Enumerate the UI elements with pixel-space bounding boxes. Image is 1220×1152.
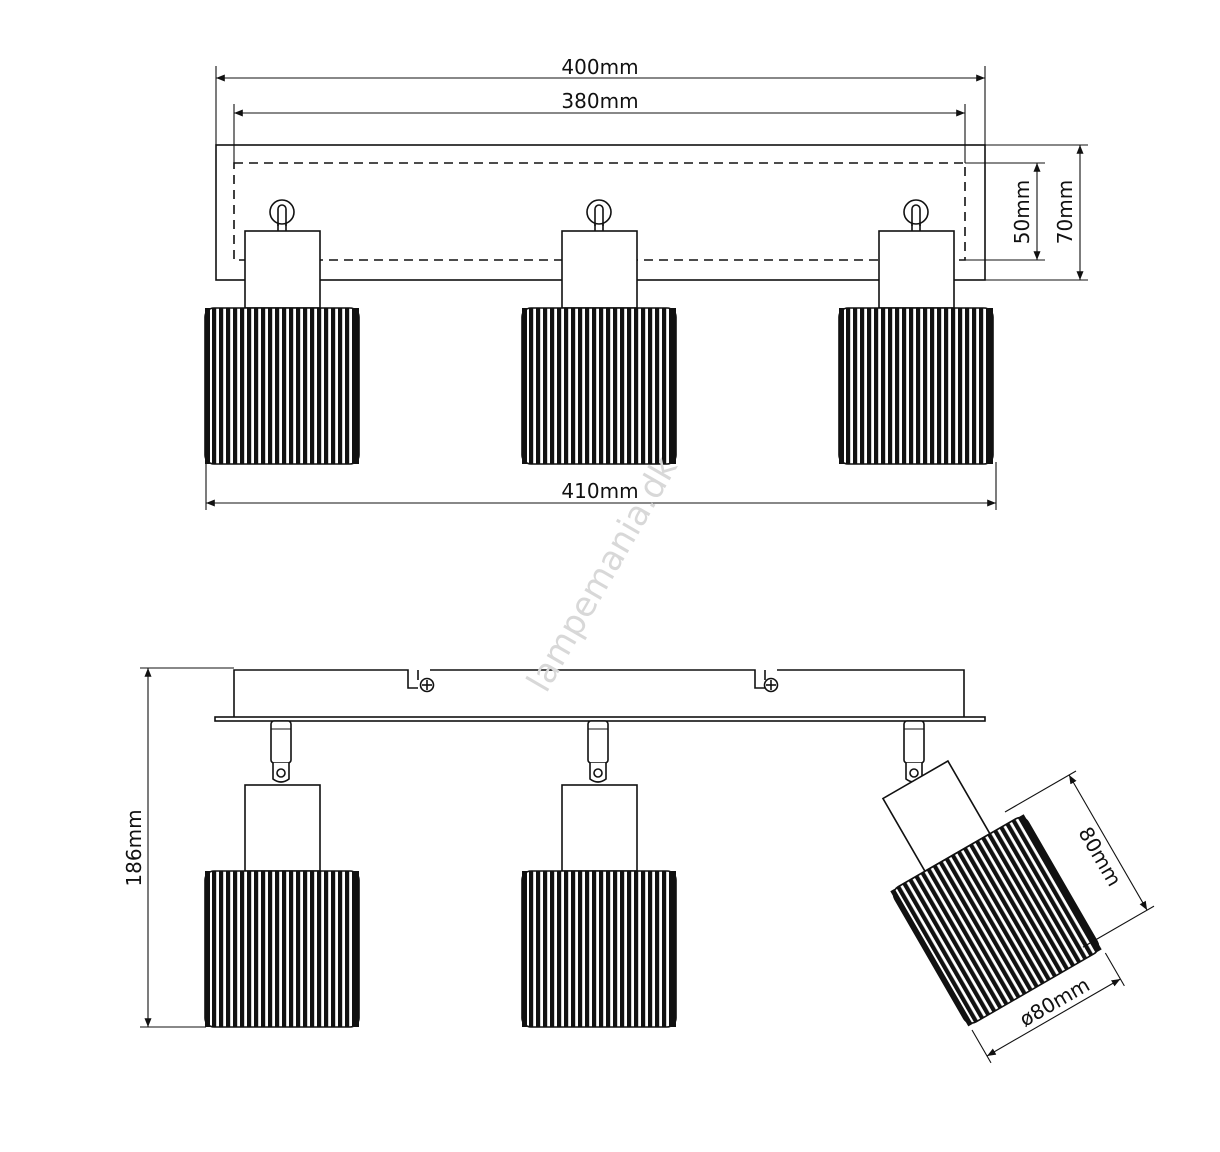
dim-inner-width: 380mm	[561, 89, 638, 113]
screw-icon	[763, 677, 779, 693]
spot-top-2	[521, 199, 677, 465]
canopy-box	[233, 669, 965, 717]
spot-side-3-tilted	[881, 720, 1103, 1028]
spot-top-1	[204, 199, 360, 465]
dim-inner-height: 50mm	[1010, 180, 1034, 244]
dim-shade-length: 80mm	[1074, 823, 1127, 891]
dim-overall-width: 400mm	[561, 55, 638, 79]
dim-overall-height: 70mm	[1053, 180, 1077, 244]
screw-icon	[419, 677, 435, 693]
spot-side-2	[521, 720, 677, 1028]
spot-top-3	[838, 199, 994, 465]
top-view: 400mm 380mm 410mm 50mm 70mm	[204, 55, 1088, 510]
dim-total-height: 186mm	[122, 809, 146, 886]
side-view: 186mm 80mm	[122, 667, 1155, 1064]
spot-side-1	[204, 720, 360, 1028]
dim-span-width: 410mm	[561, 479, 638, 503]
